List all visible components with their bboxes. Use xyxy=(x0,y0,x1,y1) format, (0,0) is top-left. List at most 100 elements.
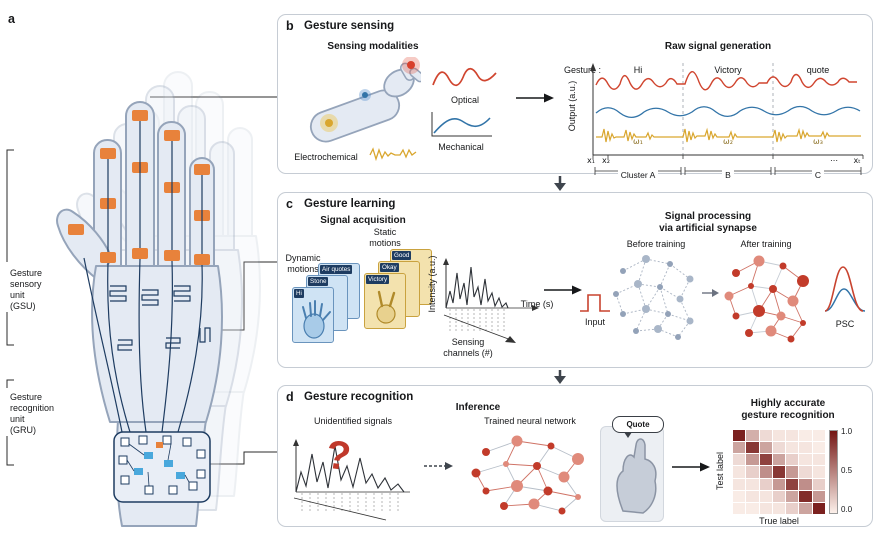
heatmap-cell xyxy=(733,442,746,454)
psc-curves-icon xyxy=(824,266,866,312)
colorbar xyxy=(829,430,838,514)
dashed-arrow-icon xyxy=(424,462,453,470)
time-axis-label: Time (s) xyxy=(520,299,554,309)
heatmap-cell xyxy=(799,502,812,514)
raw-signal-plot xyxy=(590,63,864,175)
mechanical-label: Mechanical xyxy=(438,142,484,152)
heatmap-cell xyxy=(759,430,772,442)
cluster-c-label: C xyxy=(773,165,863,183)
static-motions-label: Static motions xyxy=(369,227,401,248)
confusion-matrix xyxy=(733,430,825,514)
colorbar-tick-05: 0.5 xyxy=(841,466,853,475)
unidentified-signal-plot xyxy=(293,439,410,521)
circuit-traces xyxy=(83,121,211,433)
unidentified-signals-label: Unidentified signals xyxy=(313,416,393,426)
heatmap-cell xyxy=(746,490,759,502)
heatmap-cell xyxy=(799,490,812,502)
acquired-signal-plot xyxy=(443,258,539,343)
mechanical-signal-icon xyxy=(431,112,492,137)
arrow-right-icon xyxy=(672,462,710,472)
heatmap-cell xyxy=(746,466,759,478)
signal-processing-title-line2: via artificial synapse xyxy=(659,223,757,234)
inference-title: Inference xyxy=(455,402,501,413)
cluster-b-label: B xyxy=(683,165,773,183)
gesture-recognition-unit-board xyxy=(113,431,211,503)
panel-d: d Gesture recognition Inference Unidenti… xyxy=(277,385,873,527)
gsu-label-line: unit xyxy=(10,290,25,300)
mechanical-trace xyxy=(595,105,861,119)
heatmap-cell xyxy=(759,502,772,514)
arrow-right-icon xyxy=(544,285,582,295)
heatmap-cell xyxy=(772,490,786,502)
colorbar-tick-1: 1.0 xyxy=(841,427,853,436)
heatmap-cell xyxy=(733,478,746,490)
dynamic-motions-label: Dynamic motions xyxy=(285,253,321,274)
signal-acquisition-title: Signal acquisition xyxy=(320,215,406,226)
sensing-arm-illustration xyxy=(309,57,421,143)
heatmap-cell xyxy=(799,454,812,466)
quote-gesture-hand xyxy=(616,438,657,514)
quote-speech-bubble: Quote xyxy=(612,416,664,433)
panel-a-letter: a xyxy=(8,12,15,26)
electrochemical-label: Electrochemical xyxy=(294,152,358,162)
raw-signal-title: Raw signal generation xyxy=(664,41,772,52)
xtick-ellipsis: ⋯ xyxy=(830,156,838,165)
heatmap-cell xyxy=(786,466,799,478)
panel-c: c Gesture learning Signal acquisition St… xyxy=(277,192,873,368)
chip-icons xyxy=(134,452,185,479)
heatmap-cell xyxy=(746,442,759,454)
heatmap-cell xyxy=(786,430,799,442)
gesture-name-hi: Hi xyxy=(633,65,643,75)
static-card-victory-tab: Victory xyxy=(366,275,390,284)
heatmap-cell xyxy=(786,454,799,466)
heatmap-cell xyxy=(812,502,825,514)
heatmap-cell xyxy=(812,442,825,454)
heatmap-cell xyxy=(746,478,759,490)
heatmap-cell xyxy=(759,442,772,454)
xtick-xt: xₜ xyxy=(853,156,861,165)
result-title-line2: gesture recognition xyxy=(741,410,835,421)
heatmap-cell xyxy=(812,454,825,466)
sensing-modalities-title: Sensing modalities xyxy=(327,41,419,52)
psc-label: PSC xyxy=(835,319,855,329)
test-label-axis: Test label xyxy=(715,451,725,491)
heatmap-cell xyxy=(772,478,786,490)
gsu-label-line: sensory xyxy=(10,279,42,289)
gsu-label-line: (GSU) xyxy=(10,301,36,311)
result-title-line1: Highly accurate xyxy=(750,398,826,409)
board-wires xyxy=(126,443,190,487)
heatmap-cell xyxy=(733,502,746,514)
heatmap-cell xyxy=(759,466,772,478)
sensing-channels-label: Sensing channels (#) xyxy=(443,337,493,358)
output-axis-label: Output (a.u.) xyxy=(567,80,577,132)
heatmap-cell xyxy=(799,430,812,442)
gesture-name-victory: Victory xyxy=(714,65,742,75)
static-card-good-tab: Good xyxy=(392,251,412,260)
panel-d-title: Gesture recognition xyxy=(304,391,414,403)
heatmap-cell xyxy=(733,466,746,478)
panel-c-letter: c xyxy=(286,197,293,211)
gesture-photo-card xyxy=(600,426,664,522)
heatmap-cell xyxy=(786,490,799,502)
gsu-bracket xyxy=(6,149,14,346)
dynamic-card-airquotes-tab: Air quotes xyxy=(320,265,353,274)
panel-b-title: Gesture sensing xyxy=(304,20,395,32)
arrow-c-to-d-icon xyxy=(554,370,566,384)
colorbar-tick-0: 0.0 xyxy=(841,505,853,514)
heatmap-cell xyxy=(746,454,759,466)
gru-label-line: recognition xyxy=(10,403,55,413)
optical-signal-icon xyxy=(432,67,497,87)
xtick-x2: x₂ xyxy=(602,156,610,165)
heatmap-cell xyxy=(772,442,786,454)
panel-b: b Gesture sensing Sensing modalities Opt… xyxy=(277,14,873,180)
true-label-axis: True label xyxy=(759,516,799,526)
heatmap-cell xyxy=(786,502,799,514)
trained-network-label: Trained neural network xyxy=(484,416,576,426)
after-training-label: After training xyxy=(740,239,792,249)
intensity-waveform xyxy=(445,266,509,309)
heatmap-cell xyxy=(772,454,786,466)
arrow-b-to-c-icon xyxy=(554,176,566,191)
heatmap-cell xyxy=(733,454,746,466)
heatmap-cell xyxy=(799,478,812,490)
